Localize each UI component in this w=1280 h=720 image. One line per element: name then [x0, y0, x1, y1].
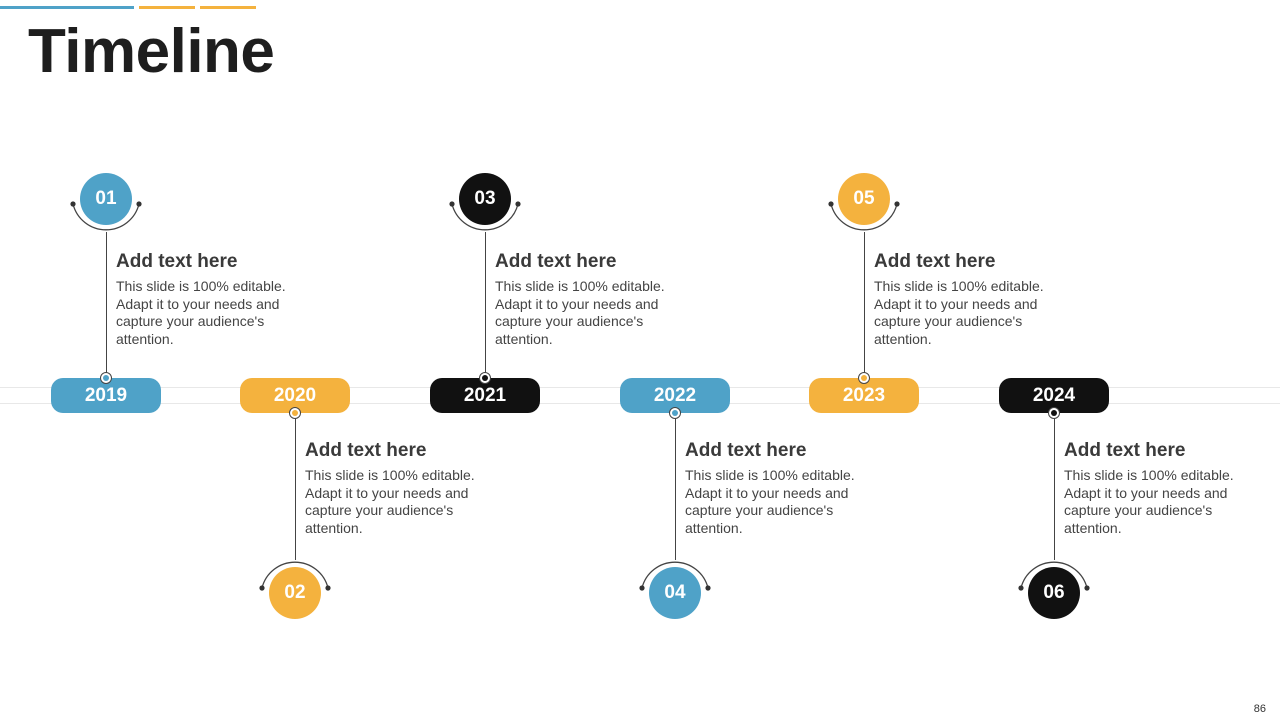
year-label: 2021: [446, 385, 524, 406]
year-label: 2020: [256, 385, 334, 406]
arc-end-dot: [325, 585, 331, 591]
connector-dot-06: [1048, 407, 1060, 419]
year-pill-2022: 2022: [620, 378, 730, 413]
milestone-number: 04: [664, 582, 686, 603]
arc-end-dot: [515, 201, 521, 207]
connector-dot-fill: [671, 409, 678, 416]
year-label: 2019: [67, 385, 145, 406]
milestone-body: This slide is 100% editable. Adapt it to…: [116, 278, 286, 347]
milestone-number: 01: [95, 188, 117, 209]
top-accent-bars: [0, 6, 260, 9]
arc-end-dot: [639, 585, 645, 591]
milestone-number-circle-05: 05: [838, 173, 890, 225]
year-pill-2019: 2019: [51, 378, 161, 413]
top-accent-bar-blue: [0, 6, 134, 9]
milestone-heading: Add text here: [495, 251, 617, 272]
milestone-heading: Add text here: [305, 440, 427, 461]
arc-end-dot: [828, 201, 834, 207]
milestone-arc-01: [70, 201, 142, 231]
year-pill-2020: 2020: [240, 378, 350, 413]
milestone-number-circle-02: 02: [269, 567, 321, 619]
connector-dot-fill: [860, 374, 867, 381]
arc-end-dot: [136, 201, 142, 207]
milestone-body: This slide is 100% editable. Adapt it to…: [305, 467, 475, 536]
year-pill-2023: 2023: [809, 378, 919, 413]
connector-dot-05: [858, 372, 870, 384]
milestone-number: 06: [1043, 582, 1065, 603]
milestone-number: 03: [474, 188, 496, 209]
connector-dot-03: [479, 372, 491, 384]
arc-end-dot: [1084, 585, 1090, 591]
milestone-body: This slide is 100% editable. Adapt it to…: [874, 278, 1044, 347]
milestone-body: This slide is 100% editable. Adapt it to…: [685, 467, 855, 536]
milestone-number-circle-03: 03: [459, 173, 511, 225]
page-title: Timeline: [28, 17, 275, 86]
connector-dot-fill: [291, 409, 298, 416]
connector-dot-02: [289, 407, 301, 419]
arc-end-dot: [70, 201, 76, 207]
connector-dot-04: [669, 407, 681, 419]
connector-dot-fill: [481, 374, 488, 381]
year-label: 2023: [825, 385, 903, 406]
arc-end-dot: [705, 585, 711, 591]
milestone-body: This slide is 100% editable. Adapt it to…: [1064, 467, 1234, 536]
arc-end-dot: [894, 201, 900, 207]
milestone-number-circle-01: 01: [80, 173, 132, 225]
connector-dot-fill: [1050, 409, 1057, 416]
connector-dot-01: [100, 372, 112, 384]
top-accent-bar-orange-1: [139, 6, 195, 9]
milestone-arc-06: [1018, 561, 1090, 591]
milestone-arc-02: [259, 561, 331, 591]
year-label: 2024: [1015, 385, 1093, 406]
milestone-arc-04: [639, 561, 711, 591]
milestone-heading: Add text here: [116, 251, 238, 272]
milestone-heading: Add text here: [685, 440, 807, 461]
connector-line-06: [1053, 413, 1055, 560]
page-number: 86: [1253, 703, 1266, 715]
milestone-heading: Add text here: [874, 251, 996, 272]
connector-dot-fill: [102, 374, 109, 381]
connector-line-02: [294, 413, 296, 560]
arc-end-dot: [259, 585, 265, 591]
milestone-number: 05: [853, 188, 875, 209]
milestone-arc-03: [449, 201, 521, 231]
arc-end-dot: [1018, 585, 1024, 591]
milestone-heading: Add text here: [1064, 440, 1186, 461]
connector-line-03: [484, 232, 486, 378]
milestone-number-circle-06: 06: [1028, 567, 1080, 619]
arc-end-dot: [449, 201, 455, 207]
year-label: 2022: [636, 385, 714, 406]
connector-line-05: [863, 232, 865, 378]
milestone-body: This slide is 100% editable. Adapt it to…: [495, 278, 665, 347]
top-accent-bar-orange-2: [200, 6, 256, 9]
milestone-number-circle-04: 04: [649, 567, 701, 619]
year-pill-2024: 2024: [999, 378, 1109, 413]
milestone-number: 02: [284, 582, 306, 603]
connector-line-01: [105, 232, 107, 378]
connector-line-04: [674, 413, 676, 560]
milestone-arc-05: [828, 201, 900, 231]
